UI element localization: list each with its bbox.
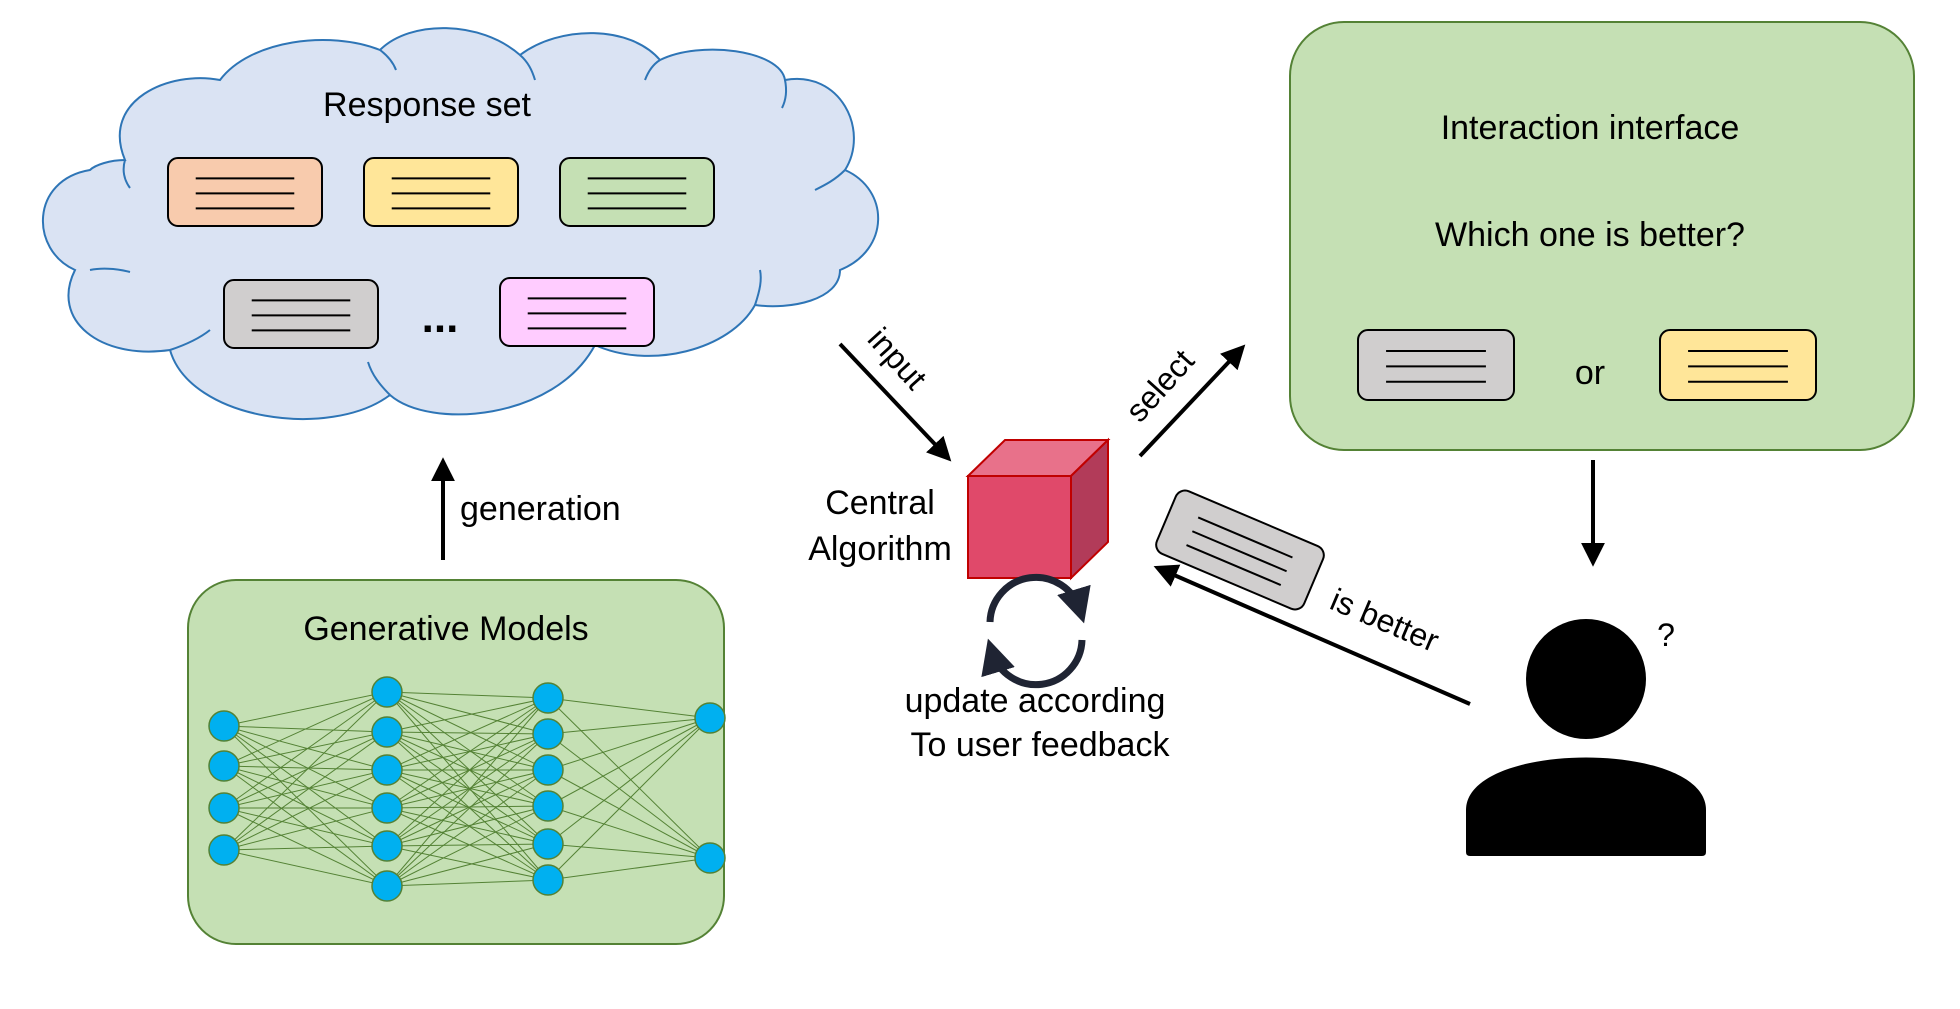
- nn-node-l0-1: [208, 750, 240, 782]
- central-label-line2: Algorithm: [808, 530, 952, 568]
- response-card-orange: [167, 157, 323, 227]
- input-arrow: [838, 342, 952, 462]
- generative-models-box: Generative Models: [187, 579, 726, 945]
- option-a-card[interactable]: [1357, 329, 1515, 401]
- feedback-doc: [1155, 489, 1325, 611]
- option-a-doc: [1357, 329, 1515, 401]
- response-set-cloud: Response set ...: [42, 27, 880, 420]
- nn-node-l2-3: [532, 790, 564, 822]
- interaction-question: Which one is better?: [1435, 216, 1745, 254]
- nn-node-l3-1: [694, 842, 726, 874]
- nn-node-l0-2: [208, 792, 240, 824]
- cube-icon: [965, 437, 1111, 581]
- central-algorithm: Central Algorithm update according To us…: [808, 437, 1171, 764]
- nn-node-l2-4: [532, 828, 564, 860]
- nn-node-l1-2: [371, 754, 403, 786]
- response-card-green: [559, 157, 715, 227]
- neural-net-edges: [223, 691, 711, 887]
- update-label-line2: To user feedback: [911, 726, 1171, 764]
- or-label: or: [1575, 354, 1605, 392]
- response-ellipsis: ...: [422, 293, 459, 342]
- response-set-title: Response set: [323, 86, 531, 124]
- nn-node-l1-3: [371, 792, 403, 824]
- central-label-line1: Central: [825, 484, 935, 522]
- feedback-card: [1155, 489, 1325, 611]
- nn-node-l2-5: [532, 864, 564, 896]
- response-card-gray: [223, 279, 379, 349]
- nn-node-l1-5: [371, 870, 403, 902]
- nn-node-l1-0: [371, 676, 403, 708]
- nn-node-l2-0: [532, 682, 564, 714]
- nn-node-l1-4: [371, 830, 403, 862]
- user-question-mark: ?: [1657, 617, 1675, 653]
- generative-models-title: Generative Models: [303, 610, 588, 648]
- update-label-line1: update according: [905, 682, 1166, 720]
- nn-node-l0-3: [208, 834, 240, 866]
- response-card-yellow: [363, 157, 519, 227]
- select-label: select: [1118, 342, 1201, 428]
- option-b-card[interactable]: [1659, 329, 1817, 401]
- refresh-cycle-icon: [981, 573, 1091, 689]
- nn-node-l2-1: [532, 718, 564, 750]
- nn-node-l0-0: [208, 710, 240, 742]
- nn-node-l3-0: [694, 702, 726, 734]
- interaction-title: Interaction interface: [1441, 109, 1740, 147]
- neural-net-nodes: [208, 676, 726, 902]
- nn-node-l1-1: [371, 716, 403, 748]
- interaction-interface: Interaction interface Which one is bette…: [1289, 21, 1915, 451]
- response-cards: [167, 157, 715, 349]
- generation-label: generation: [460, 490, 621, 528]
- input-label: input: [861, 321, 934, 397]
- feedback-arrow: [1153, 564, 1471, 706]
- select-arrow: [1138, 344, 1246, 458]
- response-card-pink: [499, 277, 655, 347]
- nn-node-l2-2: [532, 754, 564, 786]
- option-b-doc: [1659, 329, 1817, 401]
- user-icon: [1466, 619, 1706, 856]
- generative-models-frame: [187, 579, 725, 945]
